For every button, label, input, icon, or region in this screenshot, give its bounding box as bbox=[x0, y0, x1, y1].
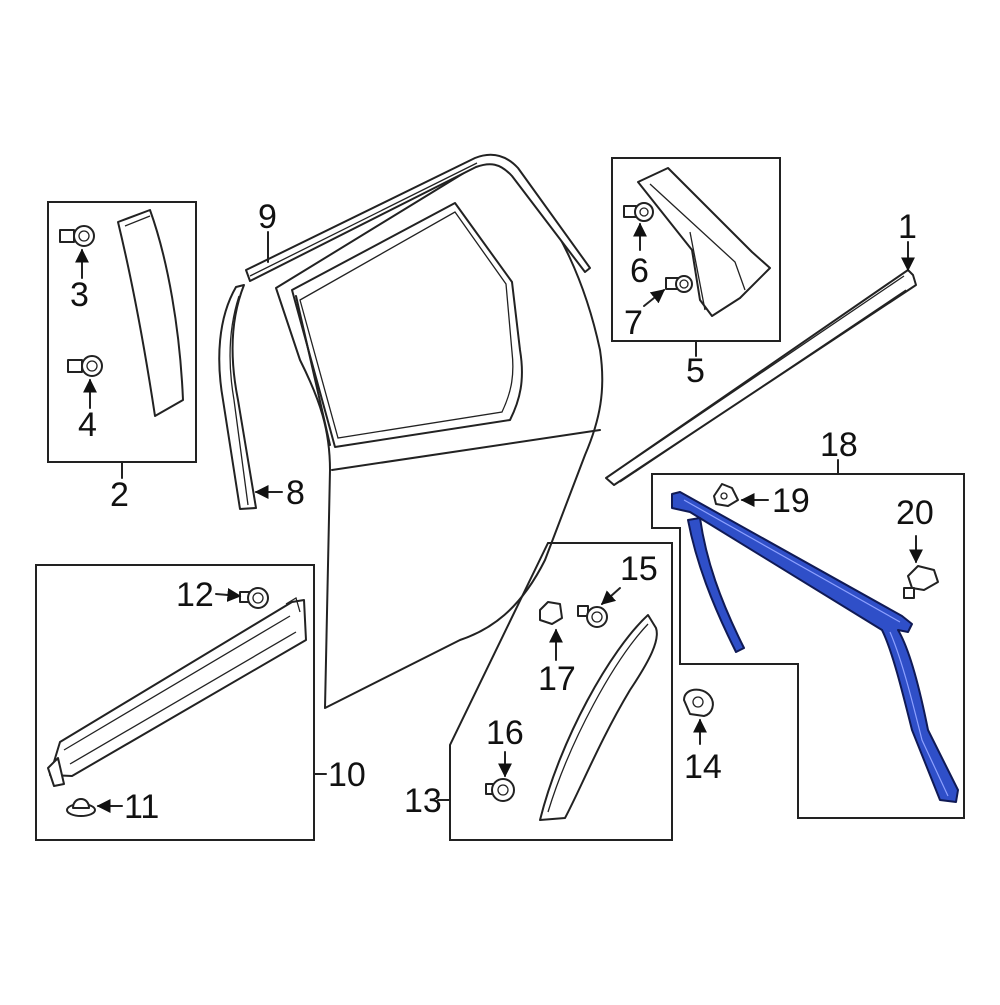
box-2 bbox=[47, 201, 197, 479]
part-8-channel-molding bbox=[218, 284, 257, 510]
callout-8: 8 bbox=[286, 474, 305, 512]
callout-6: 6 bbox=[630, 252, 649, 290]
bolt-15-icon bbox=[577, 605, 608, 628]
callout-12: 12 bbox=[176, 576, 214, 614]
callout-labels: 1 2 3 4 5 6 7 8 9 10 11 12 13 14 15 16 1… bbox=[70, 198, 934, 826]
callout-11: 11 bbox=[124, 788, 159, 826]
callout-20: 20 bbox=[896, 494, 934, 532]
callout-4: 4 bbox=[78, 406, 97, 444]
clip-17-icon bbox=[539, 601, 563, 625]
callout-7: 7 bbox=[624, 304, 643, 342]
box-10 bbox=[35, 564, 327, 841]
callout-18: 18 bbox=[820, 426, 858, 464]
bolt-16-icon bbox=[485, 778, 515, 802]
part-9-upper-molding bbox=[245, 153, 591, 282]
callout-13: 13 bbox=[404, 782, 442, 820]
clip-11-icon bbox=[66, 798, 96, 817]
callout-9: 9 bbox=[258, 198, 277, 236]
bolt-3-icon bbox=[59, 225, 95, 247]
callout-16: 16 bbox=[486, 714, 524, 752]
callout-17: 17 bbox=[538, 660, 576, 698]
box-18 bbox=[651, 459, 965, 819]
part-1-beltline-molding bbox=[605, 269, 917, 486]
clip-19-icon bbox=[713, 483, 739, 507]
box-13 bbox=[437, 542, 673, 841]
clip-14-icon bbox=[683, 688, 714, 745]
box-5 bbox=[611, 157, 781, 357]
callout-10: 10 bbox=[328, 756, 366, 794]
bolt-7-icon bbox=[665, 275, 693, 293]
callout-14: 14 bbox=[684, 748, 722, 786]
callout-1: 1 bbox=[898, 208, 917, 246]
callout-5: 5 bbox=[686, 352, 705, 390]
bolt-12-icon bbox=[239, 587, 269, 609]
rear-door-shell bbox=[275, 160, 604, 709]
callout-2: 2 bbox=[110, 476, 129, 514]
callout-15: 15 bbox=[620, 550, 658, 588]
bolt-6-icon bbox=[623, 202, 654, 222]
callout-19: 19 bbox=[772, 482, 810, 520]
callout-3: 3 bbox=[70, 276, 89, 314]
clip-20-icon bbox=[903, 565, 939, 599]
bolt-4-icon bbox=[67, 355, 103, 377]
